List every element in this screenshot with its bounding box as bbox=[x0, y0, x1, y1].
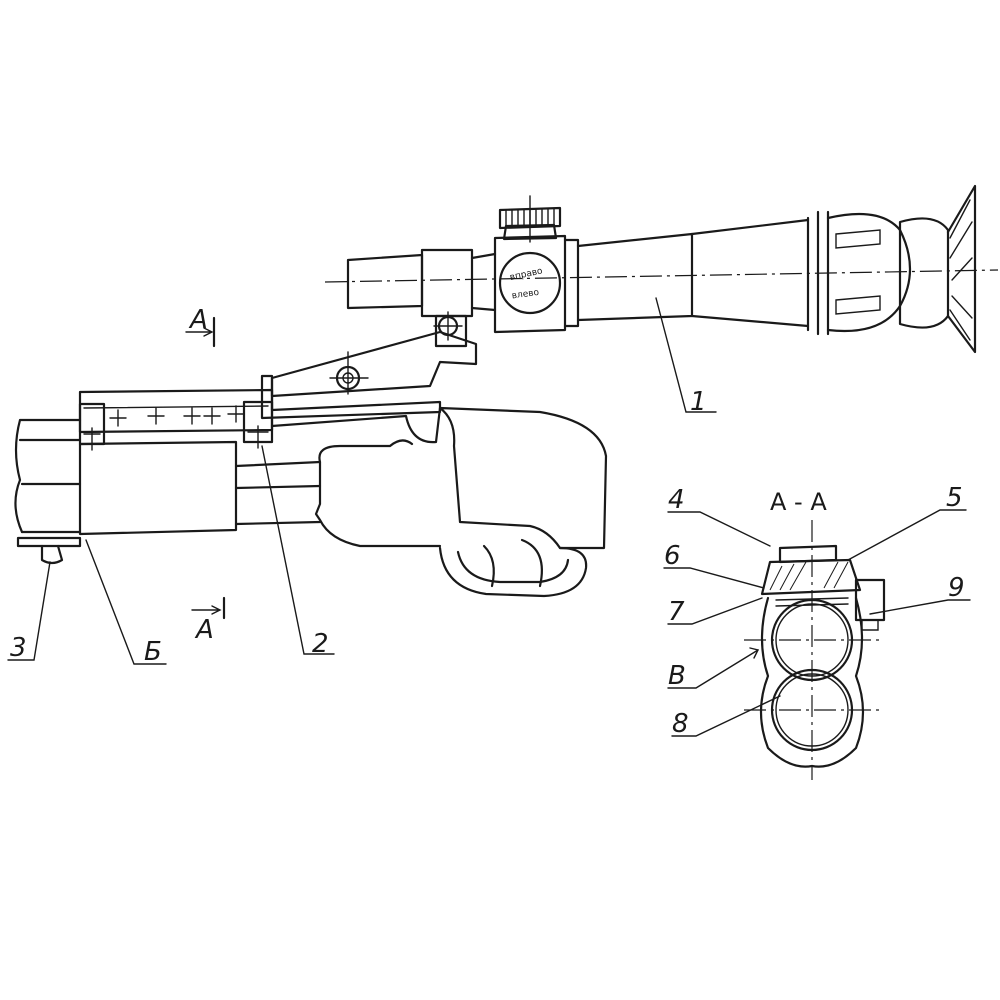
mounting-rail bbox=[78, 388, 274, 451]
receiver bbox=[78, 440, 238, 536]
elevation-knob-base bbox=[502, 223, 558, 241]
sling-swivel bbox=[40, 544, 64, 565]
section-title: А - А bbox=[770, 488, 827, 516]
stock bbox=[438, 406, 608, 550]
label-b: Б bbox=[144, 637, 162, 667]
label-5: 5 bbox=[946, 483, 963, 513]
turret-text-upper: вправо bbox=[509, 266, 544, 283]
leader-b bbox=[85, 539, 167, 665]
leader-8 bbox=[671, 695, 781, 737]
leader-7 bbox=[667, 597, 763, 625]
section-barrel-lower-inner bbox=[775, 673, 849, 747]
scope-main-tube bbox=[576, 232, 694, 322]
trigger-rear bbox=[520, 538, 543, 588]
receiver-top bbox=[270, 406, 442, 444]
elevation-knob bbox=[498, 206, 562, 230]
section-arrow-bottom bbox=[191, 605, 222, 615]
scope-bell-rings bbox=[806, 210, 830, 336]
scope-axis bbox=[324, 269, 999, 283]
barrel-upper bbox=[14, 418, 82, 534]
scope-mount-bracket bbox=[260, 311, 478, 420]
leader-3 bbox=[7, 561, 51, 661]
scope-turret-collar bbox=[563, 238, 580, 328]
leader-6 bbox=[663, 567, 765, 589]
section-barrel-upper-inner bbox=[775, 603, 849, 677]
action-block bbox=[314, 439, 442, 548]
leader-v bbox=[667, 649, 759, 689]
rail-groove bbox=[83, 405, 269, 409]
mount-riser bbox=[434, 314, 468, 348]
trigger-front bbox=[482, 544, 495, 588]
section-rib bbox=[775, 597, 849, 607]
barrel-band bbox=[16, 536, 82, 548]
section-label-top: А bbox=[188, 305, 208, 335]
section-outer-shell bbox=[759, 596, 865, 768]
receiver-lines bbox=[234, 460, 322, 526]
leader-2 bbox=[261, 445, 335, 655]
scope-eyecup bbox=[898, 217, 950, 329]
scope-turret-body bbox=[493, 234, 567, 334]
gun-body bbox=[14, 406, 608, 598]
label-2: 2 bbox=[312, 629, 329, 659]
section-view-a-a: А - А bbox=[744, 488, 886, 780]
section-screw-pin bbox=[861, 619, 879, 631]
scope-rear-ring bbox=[420, 248, 474, 318]
section-label-bottom: А bbox=[194, 615, 214, 645]
scope-tube-rear bbox=[470, 252, 497, 312]
leader-4 bbox=[667, 511, 771, 547]
label-3: 3 bbox=[10, 633, 27, 663]
rifle-scope: вправо влево bbox=[324, 184, 999, 413]
scope-bell-slots bbox=[835, 229, 881, 315]
barrel-lower bbox=[20, 482, 82, 534]
mount-screw-lower-cross bbox=[329, 351, 369, 395]
leader-1 bbox=[655, 297, 717, 413]
trigger-guard bbox=[438, 546, 588, 598]
section-mark-top: А bbox=[185, 305, 216, 348]
section-clamp-hatch bbox=[769, 561, 849, 591]
label-6: 6 bbox=[664, 541, 681, 571]
trigger-guard-inner bbox=[456, 550, 570, 584]
rail-lug-front bbox=[242, 400, 274, 444]
label-8: 8 bbox=[672, 709, 689, 739]
rail-lug-screws bbox=[83, 425, 269, 451]
leader-5 bbox=[847, 509, 967, 561]
label-v: В bbox=[668, 661, 686, 691]
rail-cross-marks bbox=[109, 405, 245, 427]
leader-9 bbox=[869, 599, 971, 615]
label-7: 7 bbox=[668, 597, 685, 627]
mount-arm bbox=[270, 330, 478, 398]
section-barrel-lower bbox=[770, 668, 854, 752]
scope-rear-cap bbox=[346, 253, 424, 310]
turret-text-lower: влево bbox=[511, 288, 540, 302]
section-barrel-upper bbox=[770, 598, 854, 682]
label-4: 4 bbox=[668, 485, 685, 515]
section-mark-bottom: А bbox=[191, 596, 226, 645]
windage-dial bbox=[498, 251, 562, 315]
mount-base-plate bbox=[260, 374, 442, 420]
scope-eyeshade bbox=[946, 184, 977, 354]
label-1: 1 bbox=[690, 387, 707, 417]
scope-bell bbox=[826, 212, 912, 333]
label-9: 9 bbox=[948, 573, 965, 603]
section-arrow-top bbox=[185, 327, 214, 337]
eyeshade-folds bbox=[949, 199, 973, 341]
section-screw-head bbox=[854, 578, 886, 622]
leader-v-arrow bbox=[749, 647, 760, 659]
scope-eyepiece-flare bbox=[690, 218, 810, 328]
section-clamp bbox=[760, 558, 862, 596]
